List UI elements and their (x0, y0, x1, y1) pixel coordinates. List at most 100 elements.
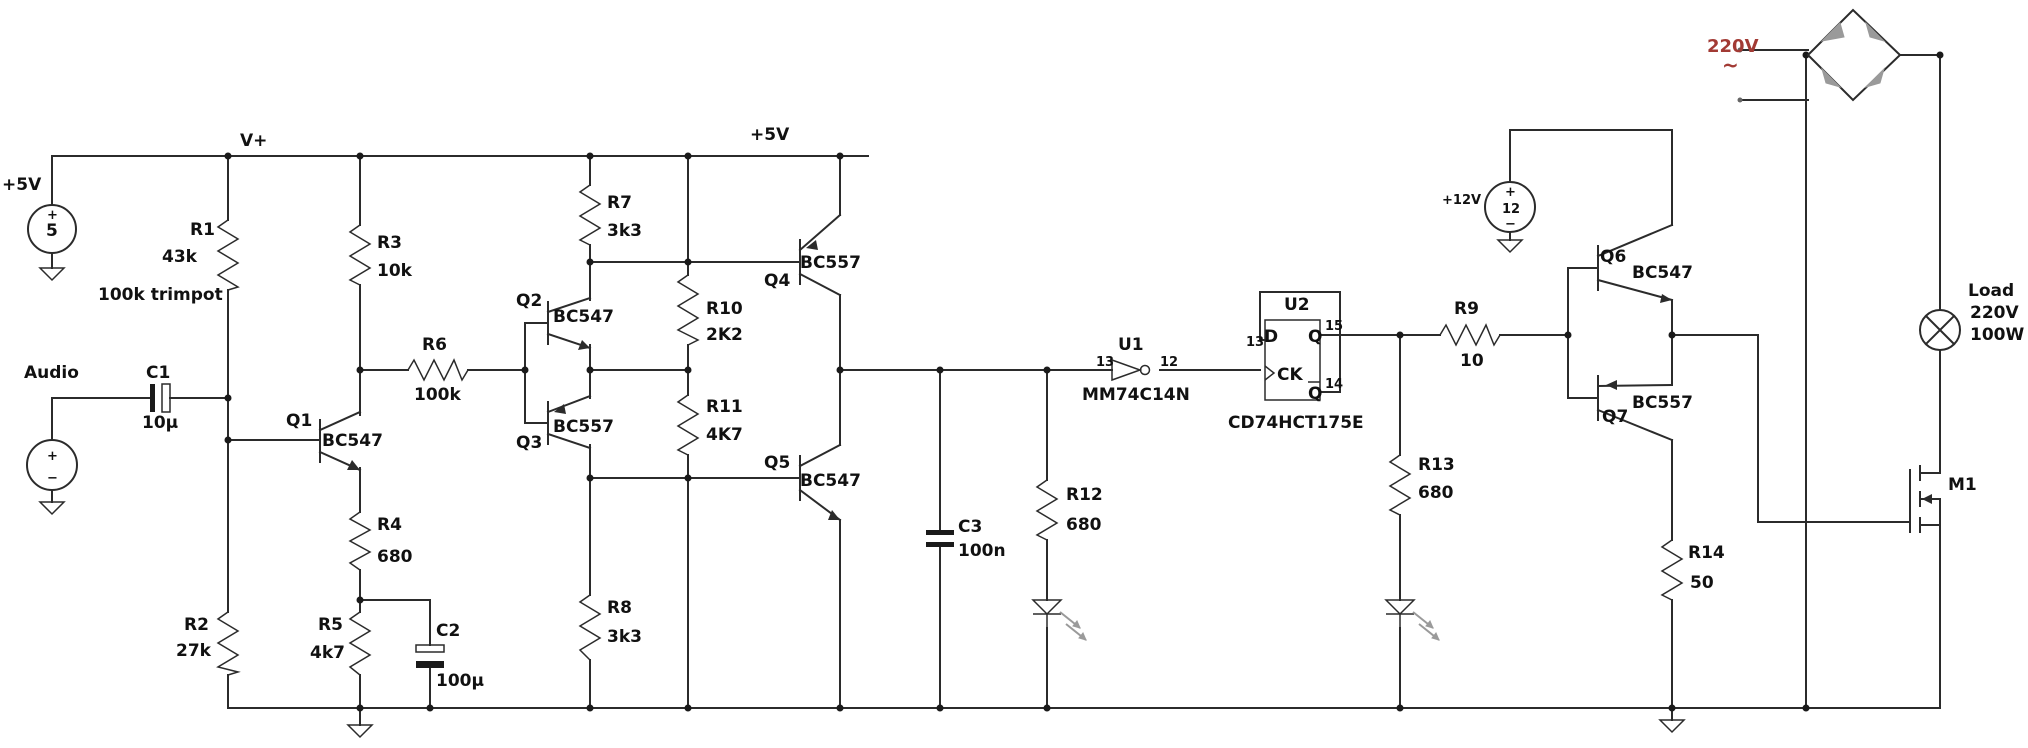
r13-ref: R13 (1418, 455, 1455, 475)
r6-value: 100k (414, 385, 461, 405)
q2-ref: Q2 (516, 291, 542, 311)
r14-ref: R14 (1688, 543, 1725, 563)
transistor-q2 (546, 296, 592, 350)
u2-pin-qbar: 14 (1325, 377, 1343, 392)
svg-text:12: 12 (1502, 202, 1520, 217)
load-ref: Load (1968, 281, 2014, 301)
lamp-load (1919, 309, 1961, 351)
voltage-source-12v: + 12 − (1484, 181, 1536, 233)
r4-value: 680 (377, 547, 413, 567)
q6-ref: Q6 (1600, 247, 1626, 267)
r2-ref: R2 (184, 615, 209, 635)
q1-ref: Q1 (286, 411, 312, 431)
u2-label-d: D (1264, 327, 1278, 347)
u1-pin-in: 13 (1096, 355, 1114, 370)
r2-value: 27k (176, 641, 212, 661)
resistor-r9 (1439, 323, 1501, 347)
q4-value: BC557 (800, 253, 861, 273)
load-voltage: 220V (1970, 303, 2019, 323)
r11-value: 4K7 (706, 425, 743, 445)
c3-value: 100n (958, 541, 1006, 561)
q5-ref: Q5 (764, 453, 790, 473)
resistor-r11 (676, 394, 700, 456)
r7-value: 3k3 (607, 221, 642, 241)
u2-label-qbar: Q (1308, 384, 1322, 404)
svg-text:+: + (47, 208, 58, 223)
resistor-r7 (578, 184, 602, 246)
resistors (216, 184, 1684, 676)
r1-ref: R1 (190, 220, 215, 240)
r10-value: 2K2 (706, 325, 743, 345)
led-2 (1384, 599, 1440, 641)
plus5v-top-label: +5V (750, 125, 790, 145)
mains-tilde: ~ (1722, 53, 1739, 77)
r3-ref: R3 (377, 233, 402, 253)
c3-ref: C3 (958, 517, 982, 537)
q4-ref: Q4 (764, 271, 790, 291)
resistor-r3 (348, 224, 372, 286)
audio-label: Audio (24, 363, 79, 383)
r5-ref: R5 (318, 615, 343, 635)
mains-label: 220V (1707, 36, 1759, 57)
r8-value: 3k3 (607, 627, 642, 647)
u2-label-ck: CK (1277, 365, 1303, 385)
resistor-r4 (348, 511, 372, 571)
capacitor-c2 (415, 644, 445, 668)
flip-flop-u2 (1264, 319, 1321, 401)
r4-ref: R4 (377, 515, 402, 535)
svg-text:+: + (47, 449, 58, 464)
q1-value: BC547 (322, 431, 383, 451)
r8-ref: R8 (607, 598, 632, 618)
c2-value: 100µ (436, 671, 484, 691)
plus12v-label: +12V (1442, 193, 1481, 208)
r10-ref: R10 (706, 299, 743, 319)
r1-value: 43k (162, 247, 198, 267)
u2-ref: U2 (1284, 295, 1310, 315)
resistor-r6 (407, 358, 469, 382)
led-1 (1031, 599, 1087, 641)
voltage-source-5v: + 5 (27, 204, 77, 254)
r13-value: 680 (1418, 483, 1454, 503)
u1-value: MM74C14N (1082, 385, 1190, 405)
m1-ref: M1 (1948, 475, 1977, 495)
r7-ref: R7 (607, 193, 632, 213)
transistor-q7 (1596, 375, 1674, 442)
r12-ref: R12 (1066, 485, 1103, 505)
r9-ref: R9 (1454, 299, 1479, 319)
audio-source: + − (26, 439, 78, 491)
labels: V+ +5V +5V +12V 220V ~ Audio R1 43k 100k… (2, 36, 2024, 691)
r1-note: 100k trimpot (98, 285, 223, 305)
capacitor-c3 (926, 530, 954, 547)
c1-ref: C1 (146, 363, 170, 383)
q5-value: BC547 (800, 471, 861, 491)
c1-value: 10µ (142, 413, 178, 433)
r6-ref: R6 (422, 335, 447, 355)
transistor-q5 (798, 443, 842, 522)
svg-text:+: + (1505, 185, 1516, 200)
bridge-rectifier (1737, 8, 1902, 103)
transistor-q4 (798, 213, 842, 297)
transistor-q3 (546, 394, 592, 450)
junction-dots (224, 51, 1944, 712)
u2-pin-q: 15 (1325, 319, 1343, 334)
q2-value: BC547 (553, 307, 614, 327)
resistor-r1 (216, 219, 240, 291)
schmitt-inverter-u1 (1087, 358, 1151, 382)
resistor-r14 (1660, 539, 1684, 601)
r5-value: 4k7 (310, 643, 345, 663)
u2-label-q: Q (1308, 327, 1322, 347)
q3-ref: Q3 (516, 433, 542, 453)
u1-ref: U1 (1118, 335, 1144, 355)
q7-ref: Q7 (1602, 407, 1628, 427)
ground-symbols (38, 239, 1686, 739)
u1-pin-out: 12 (1160, 355, 1178, 370)
plus5v-left-label: +5V (2, 175, 42, 195)
resistor-r8 (578, 594, 602, 661)
capacitor-c1 (150, 383, 171, 413)
mosfet-m1 (1909, 465, 1941, 533)
resistor-r12 (1035, 479, 1059, 541)
resistor-r5 (348, 611, 372, 676)
svg-text:−: − (1505, 217, 1516, 232)
transistor-q6 (1596, 223, 1674, 303)
